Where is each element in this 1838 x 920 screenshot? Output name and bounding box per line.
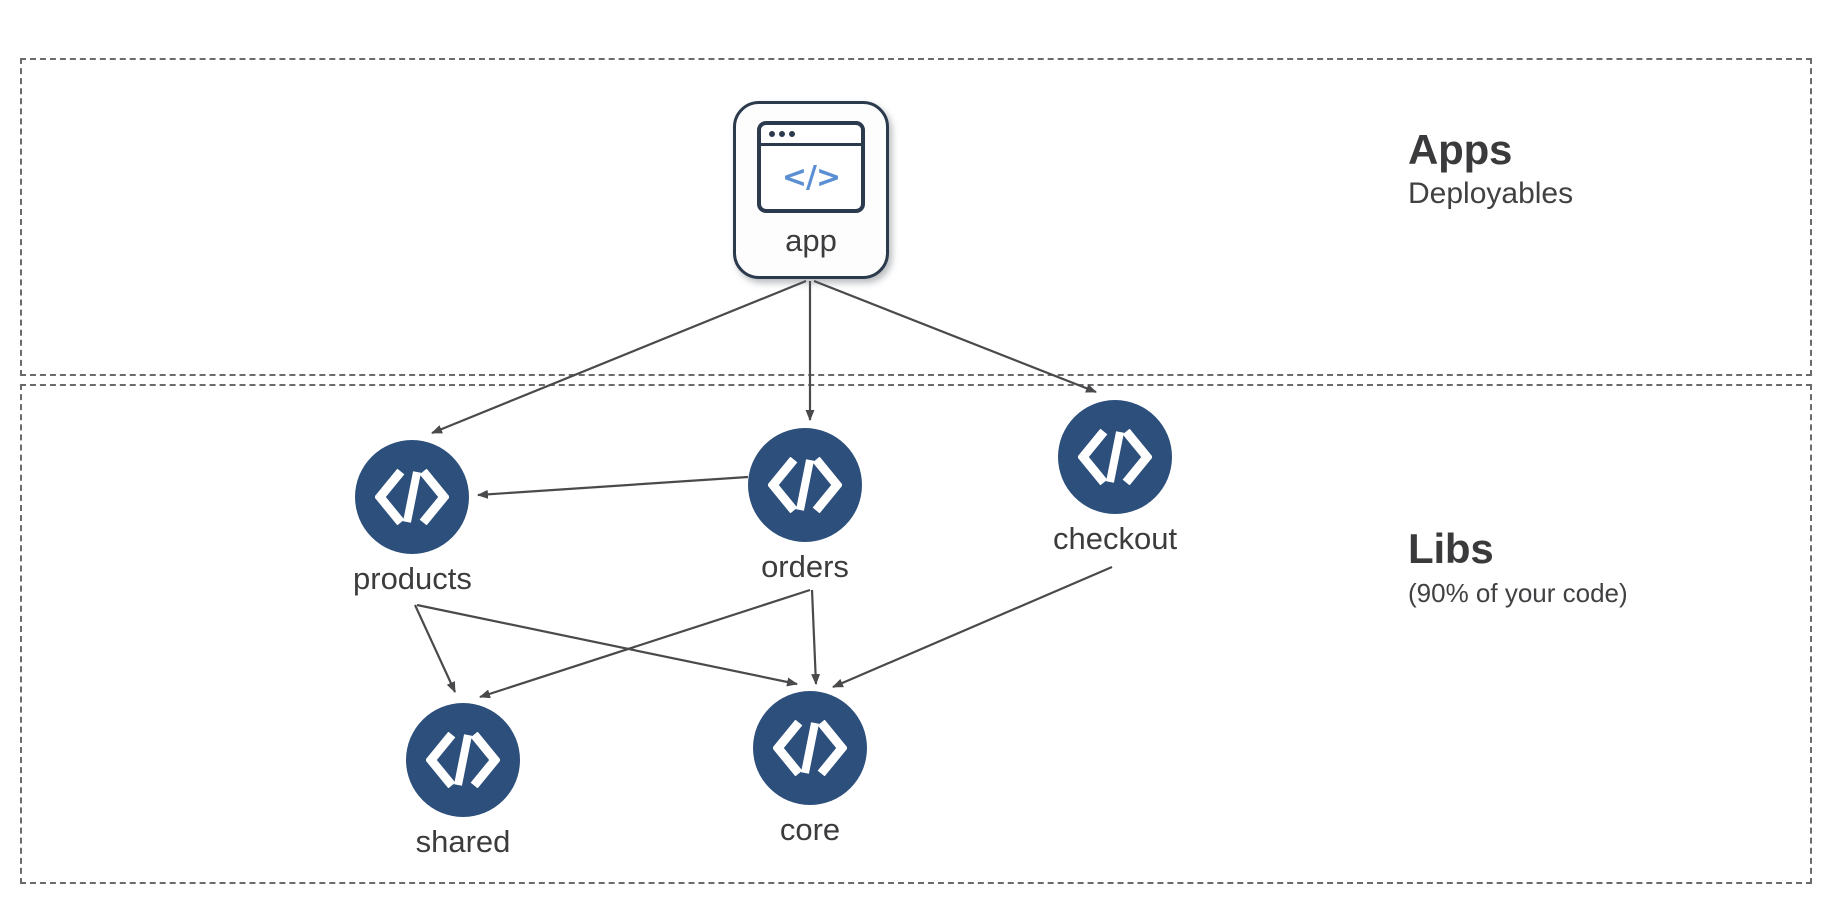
code-brackets-icon <box>1058 400 1173 514</box>
node-app-label: app <box>785 223 837 258</box>
zone-apps-subtitle: Deployables <box>1408 176 1574 210</box>
code-brackets-glyph: </> <box>781 159 841 195</box>
code-brackets-icon <box>753 691 867 805</box>
browser-code-icon: </> <box>757 121 865 213</box>
zone-libs-caption: Libs (90% of your code) <box>1408 525 1628 608</box>
browser-dot-1 <box>769 131 775 137</box>
node-core-label: core <box>779 812 841 847</box>
browser-titlebar <box>761 125 861 146</box>
zone-apps <box>20 58 1812 376</box>
browser-viewport: </> <box>761 146 861 209</box>
node-products-label: products <box>353 561 472 596</box>
zone-libs <box>20 384 1812 884</box>
node-shared[interactable]: shared <box>406 703 520 857</box>
code-brackets-icon <box>748 428 862 542</box>
node-orders-label: orders <box>761 549 849 584</box>
node-core[interactable]: core <box>753 691 867 845</box>
zone-apps-title: Apps <box>1408 126 1513 173</box>
code-brackets-icon <box>406 703 520 817</box>
code-brackets-icon <box>355 440 470 554</box>
browser-dot-3 <box>789 131 795 137</box>
zone-apps-caption: Apps Deployables <box>1408 126 1574 211</box>
node-checkout-label: checkout <box>1053 521 1178 556</box>
zone-libs-subtitle: (90% of your code) <box>1408 577 1628 608</box>
node-shared-label: shared <box>415 824 511 859</box>
node-orders[interactable]: orders <box>748 428 862 582</box>
node-app[interactable]: </> app <box>733 101 889 279</box>
node-checkout[interactable]: checkout <box>1053 400 1177 554</box>
zone-libs-title: Libs <box>1408 525 1494 572</box>
node-products[interactable]: products <box>353 440 472 594</box>
browser-dot-2 <box>779 131 785 137</box>
